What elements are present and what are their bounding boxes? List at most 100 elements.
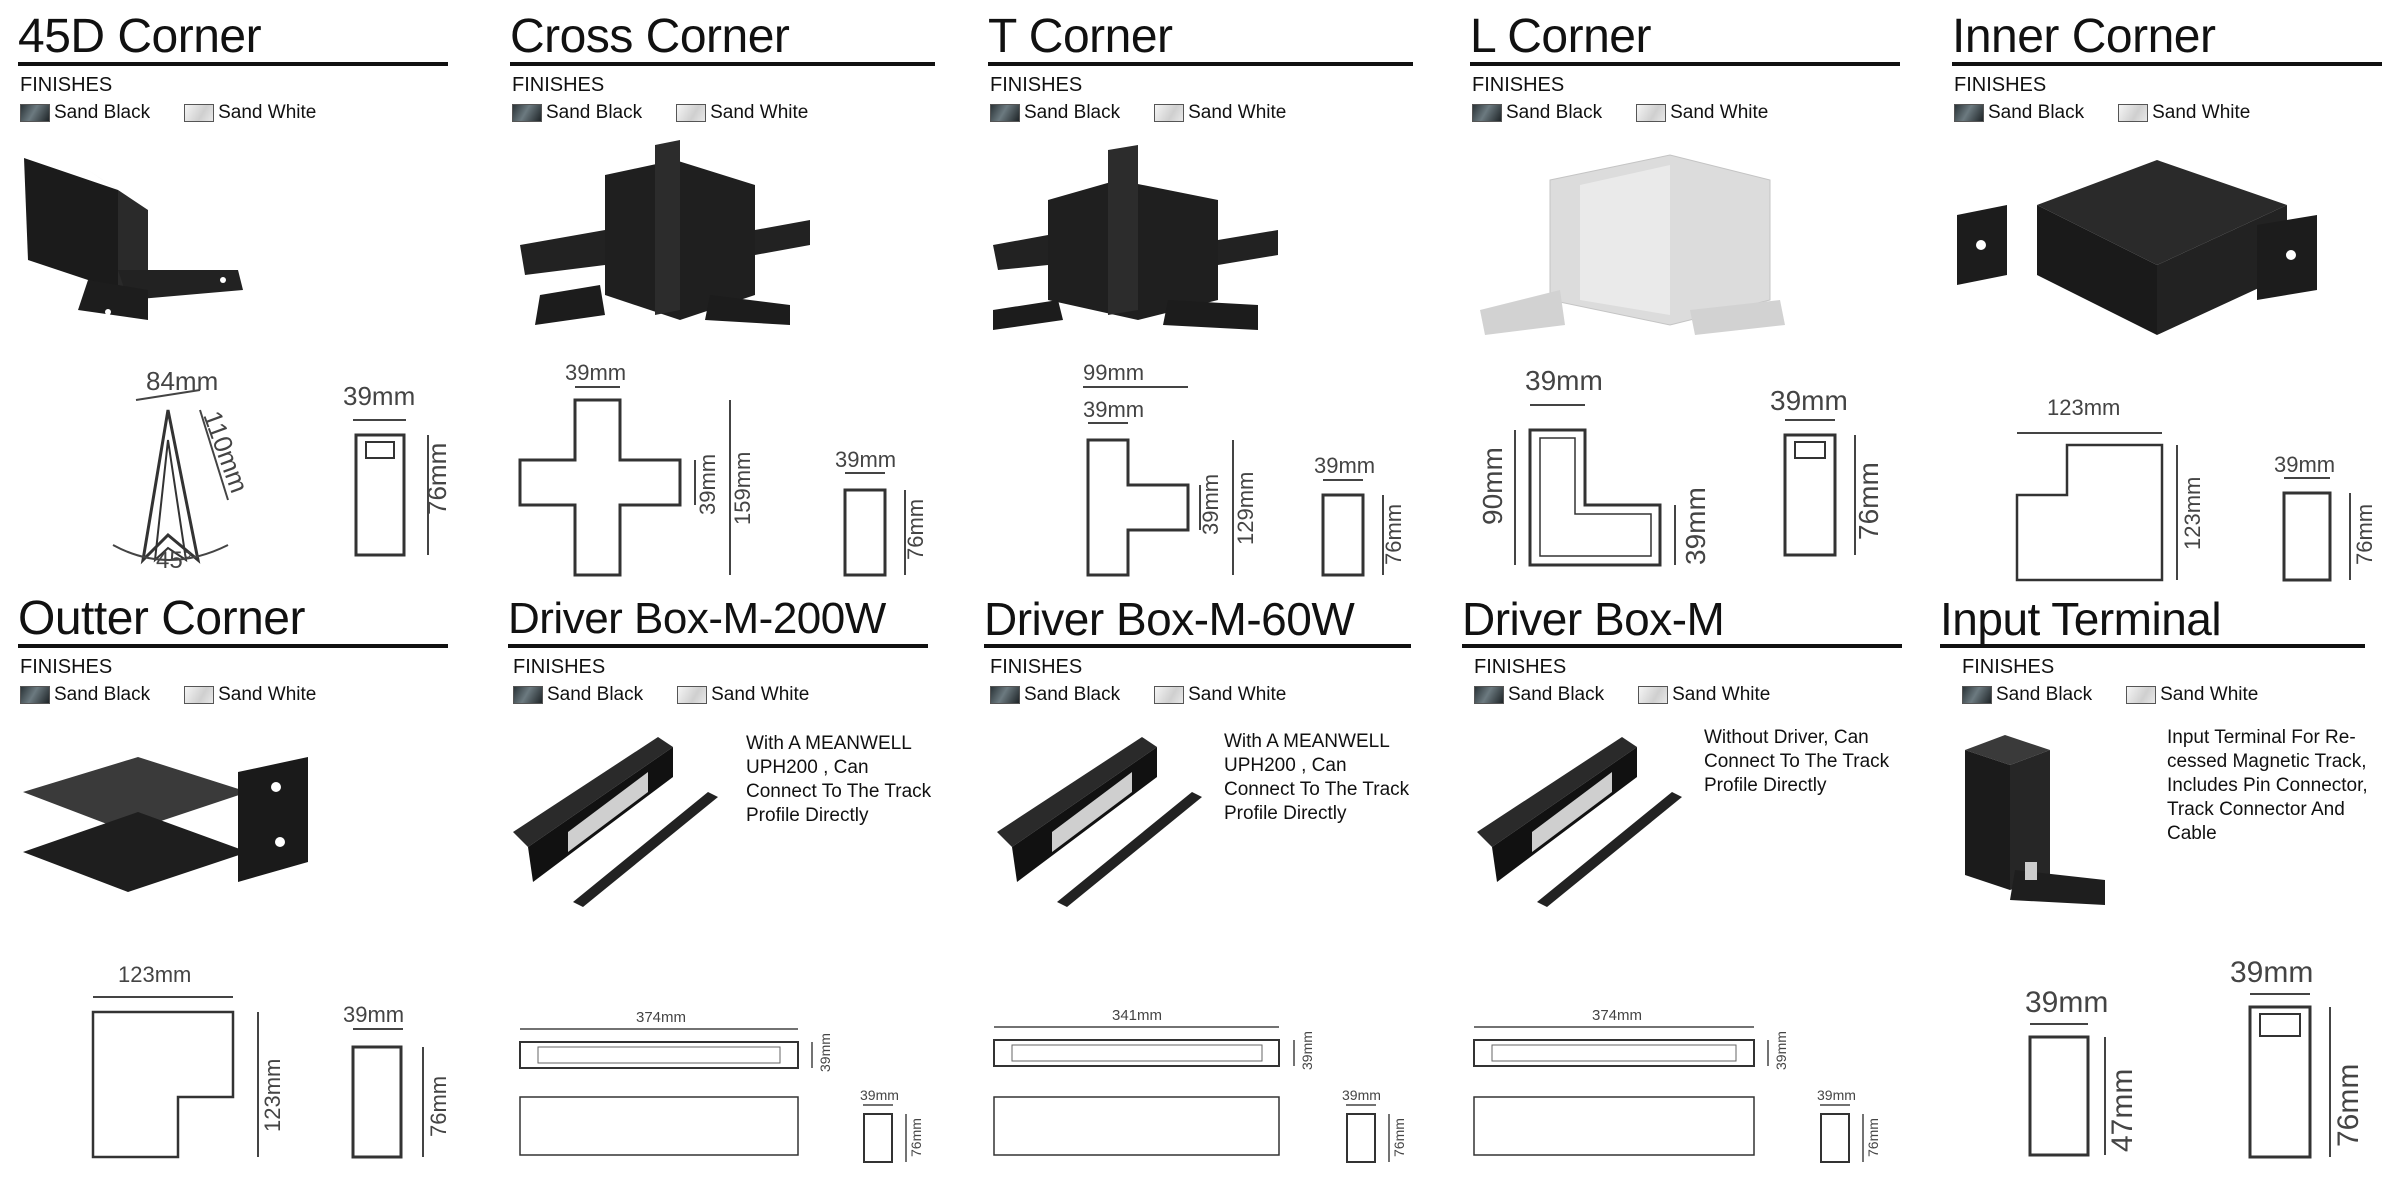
sand-black-swatch bbox=[990, 686, 1020, 704]
finish-white-label: Sand White bbox=[218, 102, 317, 123]
product-card-driver-box-m-200w: Driver Box-M-200W FINISHES Sand Black Sa… bbox=[508, 582, 958, 1163]
sand-white-swatch bbox=[676, 104, 707, 122]
sand-white-swatch bbox=[1638, 686, 1669, 704]
product-description: Without Driver, Can Connect To The Track… bbox=[1704, 727, 1890, 796]
title-rule bbox=[1952, 62, 2382, 66]
dim-label: 76mm bbox=[1853, 462, 1884, 540]
finish-black-label: Sand Black bbox=[1024, 102, 1121, 123]
finish-options: Sand Black Sand White bbox=[1962, 684, 2258, 706]
finishes-label: FINISHES bbox=[512, 74, 605, 96]
dim-label: 76mm bbox=[1391, 1118, 1407, 1157]
title-rule bbox=[1470, 62, 1900, 66]
sand-black-swatch bbox=[1474, 686, 1504, 704]
product-title: Input Terminal bbox=[1940, 593, 2222, 645]
finishes-label: FINISHES bbox=[1954, 74, 2047, 96]
dim-label: 39mm bbox=[1299, 1031, 1315, 1070]
product-title: Outter Corner bbox=[18, 592, 305, 645]
title-rule bbox=[510, 62, 935, 66]
sand-black-swatch bbox=[990, 104, 1020, 122]
product-card-input-terminal: Input Terminal FINISHES Sand Black Sand … bbox=[1940, 582, 2390, 1162]
sand-black-swatch bbox=[1954, 104, 1984, 122]
dim-label: 123mm bbox=[118, 962, 191, 987]
product-title: L Corner bbox=[1470, 10, 1651, 63]
dimension-drawing: 39mm 47mm 39mm 76mm bbox=[2025, 956, 2365, 1159]
dim-label: 110mm bbox=[197, 407, 254, 497]
dim-label: 39mm bbox=[2274, 452, 2335, 477]
finish-black-label: Sand Black bbox=[1506, 102, 1603, 123]
product-card-l-corner: L Corner FINISHES Sand Black Sand White … bbox=[1470, 0, 1920, 580]
product-title: Driver Box-M-200W bbox=[508, 594, 886, 643]
dim-label: 76mm bbox=[426, 1076, 451, 1137]
product-photo bbox=[23, 757, 308, 892]
finish-white-label: Sand White bbox=[1188, 684, 1287, 705]
finish-black-label: Sand Black bbox=[547, 684, 644, 705]
finish-white-label: Sand White bbox=[711, 684, 810, 705]
dim-label: 39mm bbox=[565, 360, 626, 385]
sand-white-swatch bbox=[2118, 104, 2149, 122]
finish-white-label: Sand White bbox=[218, 684, 317, 705]
sand-white-swatch bbox=[677, 686, 708, 704]
finish-options: Sand Black Sand White bbox=[1474, 684, 1770, 706]
dim-label: 39mm bbox=[1083, 397, 1144, 422]
dim-label: 76mm bbox=[1865, 1118, 1881, 1157]
dim-label: 45° bbox=[156, 547, 192, 574]
title-rule bbox=[18, 62, 448, 66]
sand-white-swatch bbox=[184, 686, 215, 704]
dim-label: 39mm bbox=[1314, 453, 1375, 478]
dim-label: 76mm bbox=[908, 1118, 924, 1157]
product-title: 45D Corner bbox=[18, 10, 262, 63]
dim-label: 123mm bbox=[2180, 477, 2205, 550]
sand-white-swatch bbox=[1154, 104, 1185, 122]
product-photo bbox=[24, 158, 243, 320]
product-card-driver-box-m: Driver Box-M FINISHES Sand Black Sand Wh… bbox=[1462, 582, 1912, 1163]
dim-label: 39mm bbox=[2230, 956, 2313, 989]
finishes-label: FINISHES bbox=[1962, 656, 2055, 678]
finish-black-label: Sand Black bbox=[1508, 684, 1605, 705]
dimension-drawing: 84mm 110mm 45° 76mm 39mm 76mm bbox=[112, 366, 452, 574]
dim-label: 123mm bbox=[2047, 395, 2120, 420]
finish-white-label: Sand White bbox=[2152, 102, 2251, 123]
finishes-label: FINISHES bbox=[1472, 74, 1565, 96]
sand-black-swatch bbox=[20, 686, 50, 704]
finish-white-label: Sand White bbox=[1670, 102, 1769, 123]
sand-black-swatch bbox=[20, 104, 50, 122]
product-card-45d-corner: 45D Corner FINISHES Sand Black Sand Whit… bbox=[18, 0, 468, 580]
sand-black-swatch bbox=[1962, 686, 1992, 704]
finish-black-label: Sand Black bbox=[1996, 684, 2093, 705]
finish-options: Sand Black Sand White bbox=[990, 684, 1286, 706]
finish-white-label: Sand White bbox=[1188, 102, 1287, 123]
dim-label: 39mm bbox=[1773, 1031, 1789, 1070]
finishes-label: FINISHES bbox=[1474, 656, 1567, 678]
product-title: Cross Corner bbox=[510, 10, 790, 63]
product-description: With A MEANWELL UPH200 , Can Connect To … bbox=[746, 733, 932, 826]
product-description: With A MEANWELL UPH200 , Can Connect To … bbox=[1224, 731, 1410, 824]
product-photo bbox=[993, 145, 1278, 330]
product-photo bbox=[1480, 154, 1785, 335]
dim-label: 39mm bbox=[1770, 385, 1848, 416]
dim-label: 39mm bbox=[2025, 986, 2108, 1019]
dim-label: 374mm bbox=[1592, 1007, 1642, 1024]
dim-label: 39mm bbox=[1680, 487, 1711, 565]
finish-white-label: Sand White bbox=[710, 102, 809, 123]
title-rule bbox=[984, 644, 1411, 648]
dim-label: 76mm bbox=[422, 443, 452, 515]
dim-label: 129mm bbox=[1233, 472, 1258, 545]
dimension-drawing: 123mm 123mm 39mm 76mm bbox=[91, 962, 451, 1159]
dim-label: 374mm bbox=[636, 1009, 686, 1026]
product-photo bbox=[997, 737, 1202, 907]
product-card-outter-corner: Outter Corner FINISHES Sand Black Sand W… bbox=[18, 582, 468, 1162]
product-photo bbox=[1965, 735, 2105, 905]
product-photo bbox=[520, 140, 810, 325]
dim-label: 76mm bbox=[903, 499, 928, 560]
dim-label: 39mm bbox=[695, 454, 720, 515]
finish-options: Sand Black Sand White bbox=[513, 684, 809, 706]
sand-white-swatch bbox=[1636, 104, 1667, 122]
title-rule bbox=[18, 644, 448, 648]
title-rule bbox=[1940, 644, 2365, 648]
dim-label: 76mm bbox=[2332, 1064, 2365, 1147]
dim-label: 84mm bbox=[146, 366, 218, 396]
product-card-cross-corner: Cross Corner FINISHES Sand Black Sand Wh… bbox=[510, 0, 960, 580]
finishes-label: FINISHES bbox=[20, 656, 113, 678]
title-rule bbox=[988, 62, 1413, 66]
dim-label: 76mm bbox=[1381, 504, 1406, 565]
